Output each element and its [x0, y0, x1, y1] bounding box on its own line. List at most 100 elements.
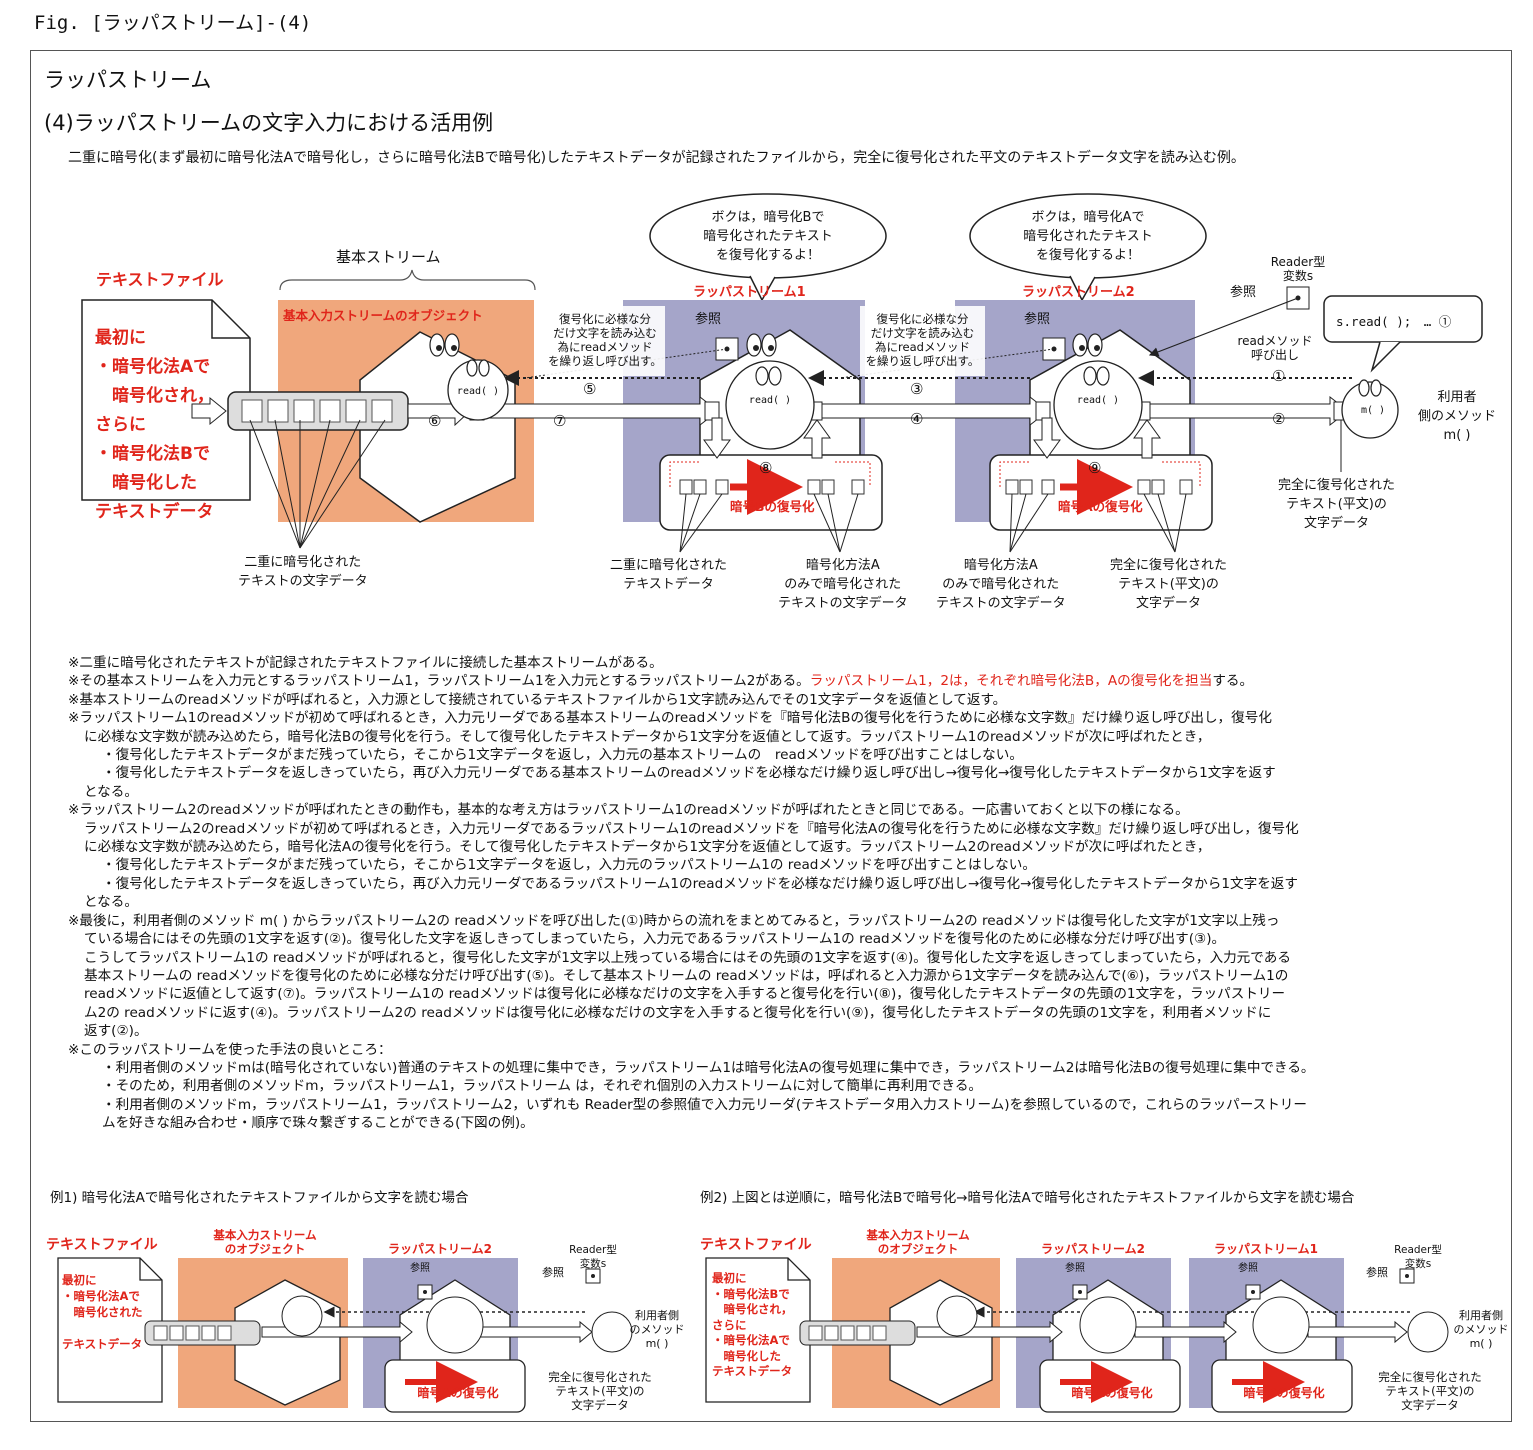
read-fn-w1: read( ) — [748, 395, 792, 406]
note-repeat-1: 復号化に必様な分 だけ文字を読み込む 為にreadメソッド を繰り返し呼び出す。 — [548, 312, 662, 368]
wrapper1-label: ラッパストリーム1 — [693, 285, 806, 300]
ex2-text-file-contents: 最初に ・暗号化法Bで 暗号化され， さらに ・暗号化法Aで 暗号化した テキス… — [712, 1271, 793, 1378]
step-8: ⑧ — [759, 459, 773, 477]
note-box-1 — [545, 306, 665, 376]
step-2: ② — [1272, 410, 1286, 428]
basic-object-label: 基本入力ストリームのオブジェクト — [283, 308, 483, 323]
note-repeat-2: 復号化に必様な分 だけ文字を読み込む 為にreadメソッド を繰り返し呼び出す。 — [865, 312, 980, 368]
basic-face — [447, 359, 509, 421]
note-line: こうしてラッパストリーム1の readメソッドが呼ばれると，復号化した文字が1文… — [84, 949, 1291, 966]
decrypt-b-label: 暗号Bの復号化 — [730, 499, 815, 514]
note-line: ・復号化したテキストデータがまだ残っていたら，そこから1文字データを返し，入力元… — [102, 747, 1023, 764]
page-title: ラッパストリーム — [44, 68, 212, 92]
pupils — [436, 345, 1100, 351]
ex1-reader-var: Reader型 変数s — [569, 1244, 617, 1270]
ex1-ref-label-a: 参照 — [410, 1263, 430, 1274]
note-line: ・そのため，利用者側のメソッドm，ラッパストリーム1，ラッパストリーム は，それ… — [102, 1078, 983, 1095]
ex1-text-file-label: テキストファイル — [46, 1237, 158, 1253]
read-fn-w2: read( ) — [1076, 395, 1120, 406]
notes-section: ※二重に暗号化されたテキストが記録されたテキストファイルに接続した基本ストリーム… — [68, 654, 1508, 1133]
read-fn-basic: read( ) — [456, 386, 500, 397]
note-line: ※ラッパストリーム1のreadメソッドが初めて呼ばれるとき，入力元リーダである基… — [68, 710, 1272, 727]
ex1-wrapper-label: ラッパストリーム2 — [388, 1242, 492, 1256]
step-4: ④ — [910, 410, 924, 428]
note-line: ている場合にはその先頭の1文字を返す(②)。復号化した文字を返しきってしまってい… — [84, 931, 1226, 948]
caption-double-chars: 二重に暗号化された テキストの文字データ — [238, 555, 368, 589]
example2-graphic — [705, 1257, 1449, 1413]
ex1-caption: 完全に復号化された テキスト(平文)の 文字データ — [548, 1370, 652, 1412]
ex2-text-file-label: テキストファイル — [700, 1237, 812, 1253]
caption-a-only-2: 暗号化方法A のみで暗号化された テキストの文字データ — [936, 558, 1066, 611]
ex1-text-file-contents: 最初に ・暗号化法Aで 暗号化された テキストデータ — [62, 1273, 143, 1351]
example2-title: 例2) 上図とは逆順に，暗号化法Bで暗号化→暗号化法Aで暗号化されたテキストファ… — [700, 1190, 1355, 1206]
note-line: ・復号化したテキストデータを返しきっていたら，再び入力元リーダである基本ストリー… — [102, 765, 1276, 782]
call-code-box — [1323, 295, 1483, 343]
read-call-label: readメソッド 呼び出し — [1237, 334, 1313, 362]
ex1-ref-label-b: 参照 — [542, 1266, 564, 1279]
note-line: ム2の readメソッドに返す(④)。ラッパストリーム2の readメソッドは復… — [84, 1004, 1272, 1021]
note-line: ※最後に，利用者側のメソッド m( ) からラッパストリーム2の readメソッ… — [68, 912, 1280, 929]
note-line: となる。 — [84, 894, 138, 911]
basic-stream-label: 基本ストリーム — [336, 248, 441, 266]
ex2-ref-label-a: 参照 — [1065, 1263, 1085, 1274]
step-6: ⑥ — [428, 412, 442, 430]
call-code: s.read( ); … ① — [1336, 314, 1452, 329]
ex2-decrypt-b: 暗号Bの復号化 — [1243, 1386, 1325, 1400]
text-file-contents: 最初に ・暗号化法Aで 暗号化され， さらに ・暗号化法Bで 暗号化した テキス… — [95, 328, 214, 522]
step-3: ③ — [910, 380, 924, 398]
wrapper1-face — [725, 360, 815, 450]
figure-frame — [30, 50, 1512, 1422]
user-face — [1341, 381, 1399, 439]
ref-label-3: 参照 — [1230, 285, 1257, 300]
wrapper2-label: ラッパストリーム2 — [1022, 285, 1135, 300]
step-1: ① — [1272, 367, 1286, 385]
ex1-basic-object-label: 基本入力ストリーム のオブジェクト — [213, 1228, 317, 1256]
bubble-b-text: ボクは，暗号化Bで 暗号化されたテキスト を復号化するよ！ — [703, 210, 833, 263]
note-line: ※ラッパストリーム2のreadメソッドが呼ばれたときの動作も，基本的な考え方はラ… — [68, 802, 1189, 819]
example1-title: 例1) 暗号化法Aで暗号化されたテキストファイルから文字を読む場合 — [50, 1190, 469, 1206]
decrypt-a-label: 暗号Aの復号化 — [1058, 499, 1143, 514]
file-to-pipe-arrow — [191, 396, 227, 426]
note-line: readメソッドに返値として返す(⑦)。ラッパストリーム1の readメソッドは… — [84, 986, 1286, 1003]
port — [1035, 401, 1051, 421]
step-5: ⑤ — [583, 380, 597, 398]
caption-double-text: 二重に暗号化された テキストデータ — [610, 558, 728, 592]
step-7: ⑦ — [553, 412, 567, 430]
step-9: ⑨ — [1088, 459, 1102, 477]
ex2-ref-label-c: 参照 — [1366, 1266, 1388, 1279]
note-line: ※その基本ストリームを入力元とするラッパストリーム1，ラッパストリーム1を入力元… — [68, 673, 1254, 690]
ref-label-1: 参照 — [695, 312, 722, 327]
ex2-wrapper-a-label: ラッパストリーム2 — [1041, 1242, 1145, 1256]
text-file-label: テキストファイル — [96, 270, 224, 289]
note-line: ※二重に暗号化されたテキストが記録されたテキストファイルに接続した基本ストリーム… — [68, 655, 663, 671]
bubble-a-text: ボクは，暗号化Aで 暗号化されたテキスト を復号化するよ！ — [1023, 210, 1153, 263]
note-box-2 — [860, 306, 985, 376]
note-line: ※基本ストリームのreadメソッドが呼ばれると，入力源として接続されているテキス… — [68, 691, 1007, 708]
figure-caption: Fig. [ラッパストリーム]-(4) — [34, 12, 312, 34]
examples-diagram — [57, 1257, 1449, 1413]
ref-label-2: 参照 — [1024, 312, 1051, 327]
note-line: ・復号化したテキストデータがまだ残っていたら，そこから1文字データを返し，入力元… — [102, 857, 1036, 874]
ex2-wrapper-b-label: ラッパストリーム1 — [1214, 1242, 1318, 1256]
user-method-label: 利用者 側のメソッド m( ) — [1418, 390, 1497, 443]
pipe-cells — [241, 399, 393, 423]
ex1-user-method: 利用者側 のメソッド m( ) — [629, 1309, 685, 1350]
ex2-caption: 完全に復号化された テキスト(平文)の 文字データ — [1378, 1370, 1482, 1412]
caption-a-only-1: 暗号化方法A のみで暗号化された テキストの文字データ — [778, 558, 908, 611]
wrapper2-face — [1053, 360, 1143, 450]
note-line: ラッパストリーム2のreadメソッドが初めて呼ばれるとき，入力元リーダであるラッ… — [84, 820, 1299, 837]
ex2-basic-object-label: 基本入力ストリーム のオブジェクト — [866, 1228, 970, 1256]
caption-plain-mid: 完全に復号化された テキスト(平文)の 文字データ — [1110, 558, 1228, 611]
ex2-ref-label-b: 参照 — [1238, 1263, 1258, 1274]
note-line: ムを好きな組み合わせ・順序で珠々繋ぎすることができる(下図の例)。 — [102, 1115, 534, 1132]
basic-stream-brace — [279, 269, 536, 291]
note-line: に必様な文字数が読み込めたら，暗号化法Aの復号化を行う。そして復号化したテキスト… — [84, 839, 1211, 856]
note-highlight: ラッパストリーム1，2は，それぞれ暗号化法B，Aの復号化を担当 — [809, 673, 1213, 690]
caption-plain-right: 完全に復号化された テキスト(平文)の 文字データ — [1278, 478, 1396, 531]
note-line: 基本ストリームの readメソッドを復号化のために必様な分だけ呼び出す(⑤)。そ… — [84, 967, 1289, 984]
note-line: ・利用者側のメソッドm，ラッパストリーム1，ラッパストリーム2，いずれも Rea… — [102, 1096, 1307, 1113]
reader-var-label: Reader型 変数s — [1270, 255, 1326, 283]
ex1-decrypt: 暗号Aの復号化 — [417, 1386, 499, 1400]
page-subtitle: (4)ラッパストリームの文字入力における活用例 — [44, 111, 494, 135]
main-diagram — [81, 193, 1483, 553]
